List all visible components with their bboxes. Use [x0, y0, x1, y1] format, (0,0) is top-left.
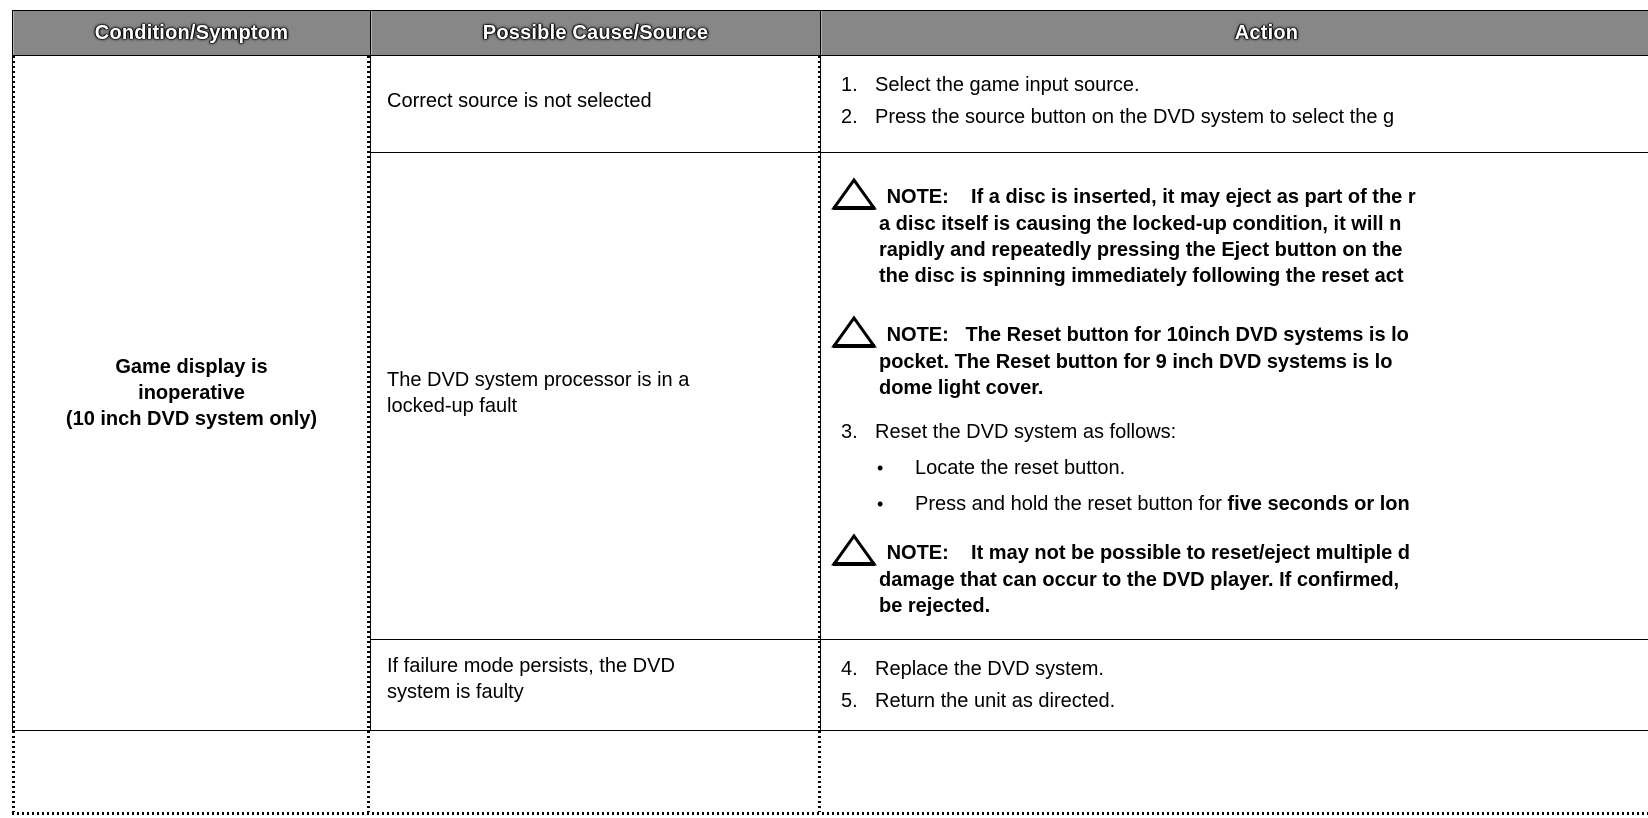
symptom-line-1: Game display is: [115, 356, 268, 378]
cause-text-line-2: system is faulty: [387, 680, 524, 703]
table-body: Game display is inoperative (10 inch DVD…: [12, 55, 1648, 731]
list-item: 5. Return the unit as directed.: [831, 688, 1648, 714]
column-header-action: Action: [820, 10, 1648, 56]
list-item: 3. Reset the DVD system as follows:: [831, 419, 1648, 445]
table-row: The DVD system processor is in a locked-…: [13, 152, 1648, 640]
cause-cell-dvd-faulty: If failure mode persists, the DVD system…: [370, 639, 821, 731]
list-marker: 1.: [841, 74, 858, 96]
note-label: NOTE:: [886, 324, 949, 346]
list-item: 2. Press the source button on the DVD sy…: [831, 104, 1648, 130]
cause-cell-locked-up-fault: The DVD system processor is in a locked-…: [370, 152, 821, 640]
note-line-3: be rejected.: [879, 595, 991, 617]
action-cell-source-not-selected: 1. Select the game input source. 2. Pres…: [820, 55, 1648, 153]
note-block-3: NOTE: It may not be possible to reset/ej…: [831, 533, 1648, 619]
list-item: • Press and hold the reset button for fi…: [831, 491, 1648, 517]
cause-text: Correct source is not selected: [387, 90, 652, 113]
symptom-line-3: (10 inch DVD system only): [65, 408, 318, 430]
cause-cell-source-not-selected: Correct source is not selected: [370, 55, 821, 153]
condition-symptom-cell: Game display is inoperative (10 inch DVD…: [12, 55, 371, 731]
list-marker: 2.: [841, 106, 858, 128]
bullet-marker: •: [877, 494, 884, 514]
note-line-1: The Reset button for 10inch DVD systems …: [965, 324, 1409, 346]
cause-text-line-1: If failure mode persists, the DVD: [387, 655, 675, 677]
action-cell-locked-up-fault: NOTE: If a disc is inserted, it may ejec…: [820, 152, 1648, 640]
list-item-text: Replace the DVD system.: [875, 658, 1104, 680]
list-item-text-plain: Press and hold the reset button for: [915, 493, 1228, 515]
cause-text-line-1: The DVD system processor is in a: [387, 369, 690, 392]
table-row: If failure mode persists, the DVD system…: [13, 639, 1648, 731]
list-item-text: Reset the DVD system as follows:: [875, 421, 1177, 443]
list-item-text: Press the source button on the DVD syste…: [875, 106, 1395, 128]
list-item-text: Locate the reset button.: [915, 457, 1126, 479]
table-header: Condition/Symptom Possible Cause/Source …: [12, 10, 1648, 56]
list-item-text: Return the unit as directed.: [875, 690, 1116, 712]
list-item: • Locate the reset button.: [831, 455, 1648, 481]
note-line-3: dome light cover.: [879, 377, 1044, 399]
list-item: 1. Select the game input source.: [831, 72, 1648, 98]
troubleshooting-table: Condition/Symptom Possible Cause/Source …: [12, 10, 1648, 731]
note-label: NOTE:: [886, 542, 949, 564]
note-line-3: rapidly and repeatedly pressing the Ejec…: [879, 239, 1403, 261]
table-outer-bottom-rule: [12, 812, 1648, 815]
table-header-row: Condition/Symptom Possible Cause/Source …: [12, 10, 1648, 56]
list-marker: 5.: [841, 690, 858, 712]
warning-triangle-icon: [831, 533, 877, 567]
note-label: NOTE:: [886, 186, 949, 208]
note-line-2: pocket. The Reset button for 9 inch DVD …: [879, 351, 1393, 373]
column-header-condition: Condition/Symptom: [12, 10, 371, 56]
table-row: Game display is inoperative (10 inch DVD…: [12, 55, 1648, 731]
note-block-2: NOTE: The Reset button for 10inch DVD sy…: [831, 315, 1648, 401]
warning-triangle-icon: [831, 177, 877, 211]
note-line-2: a disc itself is causing the locked-up c…: [879, 213, 1402, 235]
note-line-1: If a disc is inserted, it may eject as p…: [971, 186, 1416, 208]
note-line-2: damage that can occur to the DVD player.…: [879, 569, 1400, 591]
note-block-1: NOTE: If a disc is inserted, it may ejec…: [831, 177, 1648, 289]
list-marker: 4.: [841, 658, 858, 680]
column-header-cause: Possible Cause/Source: [370, 10, 821, 56]
action-cell-dvd-faulty: 4. Replace the DVD system. 5. Return the…: [820, 639, 1648, 731]
bullet-marker: •: [877, 458, 884, 478]
symptom-line-2: inoperative: [138, 382, 245, 404]
list-item-text: Select the game input source.: [875, 74, 1140, 96]
note-line-4: the disc is spinning immediately followi…: [879, 265, 1404, 287]
list-item-text: Press and hold the reset button for five…: [915, 491, 1648, 517]
list-marker: 3.: [841, 421, 858, 443]
list-item: 4. Replace the DVD system.: [831, 656, 1648, 682]
cause-text-line-2: locked-up fault: [387, 395, 518, 417]
warning-triangle-icon: [831, 315, 877, 349]
list-item-text-bold: five seconds or lon: [1227, 493, 1410, 515]
note-line-1: It may not be possible to reset/eject mu…: [971, 542, 1411, 564]
